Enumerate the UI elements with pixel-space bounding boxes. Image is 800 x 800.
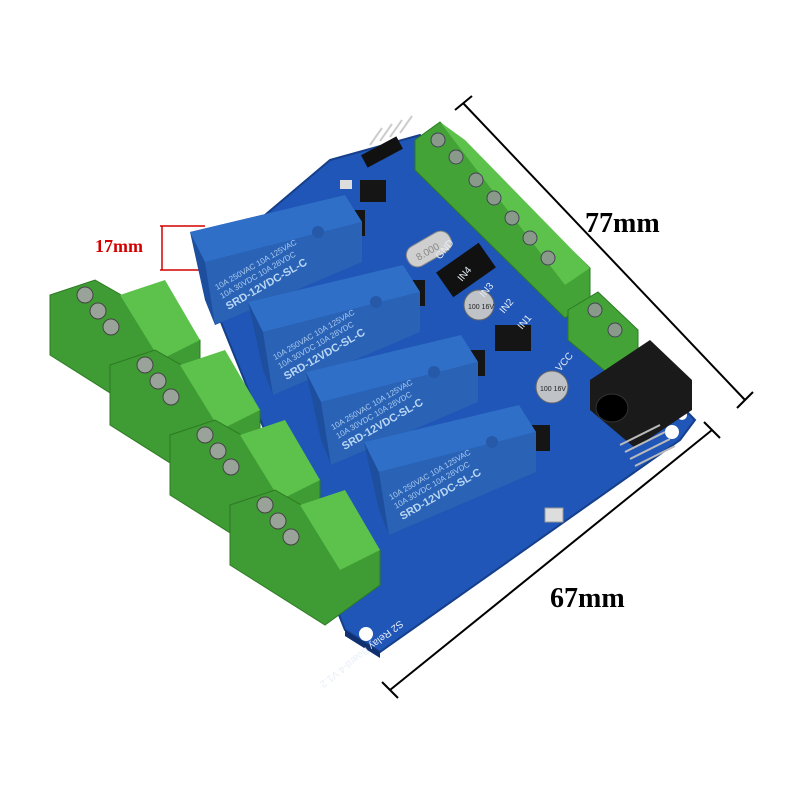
dimension-67mm: [381, 421, 721, 699]
screw-icon: [282, 528, 300, 546]
screw-icon: [222, 458, 240, 476]
screw-icon: [149, 372, 167, 390]
capacitor: 100 16V: [463, 289, 495, 321]
screw-icon: [196, 426, 214, 444]
push-button: [544, 507, 564, 523]
screw-icon: [209, 442, 227, 460]
mount-hole: [665, 425, 679, 439]
screw-icon: [162, 388, 180, 406]
microcontroller: [436, 242, 496, 298]
screw-icon: [136, 356, 154, 374]
dimension-77mm-label: 77mm: [585, 208, 660, 239]
svg-text:100 16V: 100 16V: [540, 386, 566, 393]
mount-hole: [359, 627, 373, 641]
terminal-block-inputs: [414, 121, 591, 319]
screw-icon: [89, 302, 107, 320]
screw-icon: [256, 496, 274, 514]
transistor: [495, 325, 531, 351]
dc-power-jack: [590, 340, 692, 448]
crystal: 8.000: [405, 230, 453, 268]
push-button: [340, 180, 352, 189]
screw-icon: [269, 512, 287, 530]
capacitor: 100 16V: [535, 370, 569, 404]
dimension-67mm-label: 67mm: [550, 583, 625, 614]
dimension-17mm: [160, 225, 205, 271]
dimension-17mm-label: 17mm: [95, 236, 143, 256]
pin-header: [361, 115, 413, 168]
svg-text:100 16V: 100 16V: [468, 304, 494, 311]
screw-icon: [76, 286, 94, 304]
pin-header-right: [619, 424, 676, 467]
ic-chip: [360, 180, 386, 202]
screw-icon: [102, 318, 120, 336]
dimension-77mm: [454, 95, 754, 409]
screw-terminal-block: [229, 489, 381, 626]
